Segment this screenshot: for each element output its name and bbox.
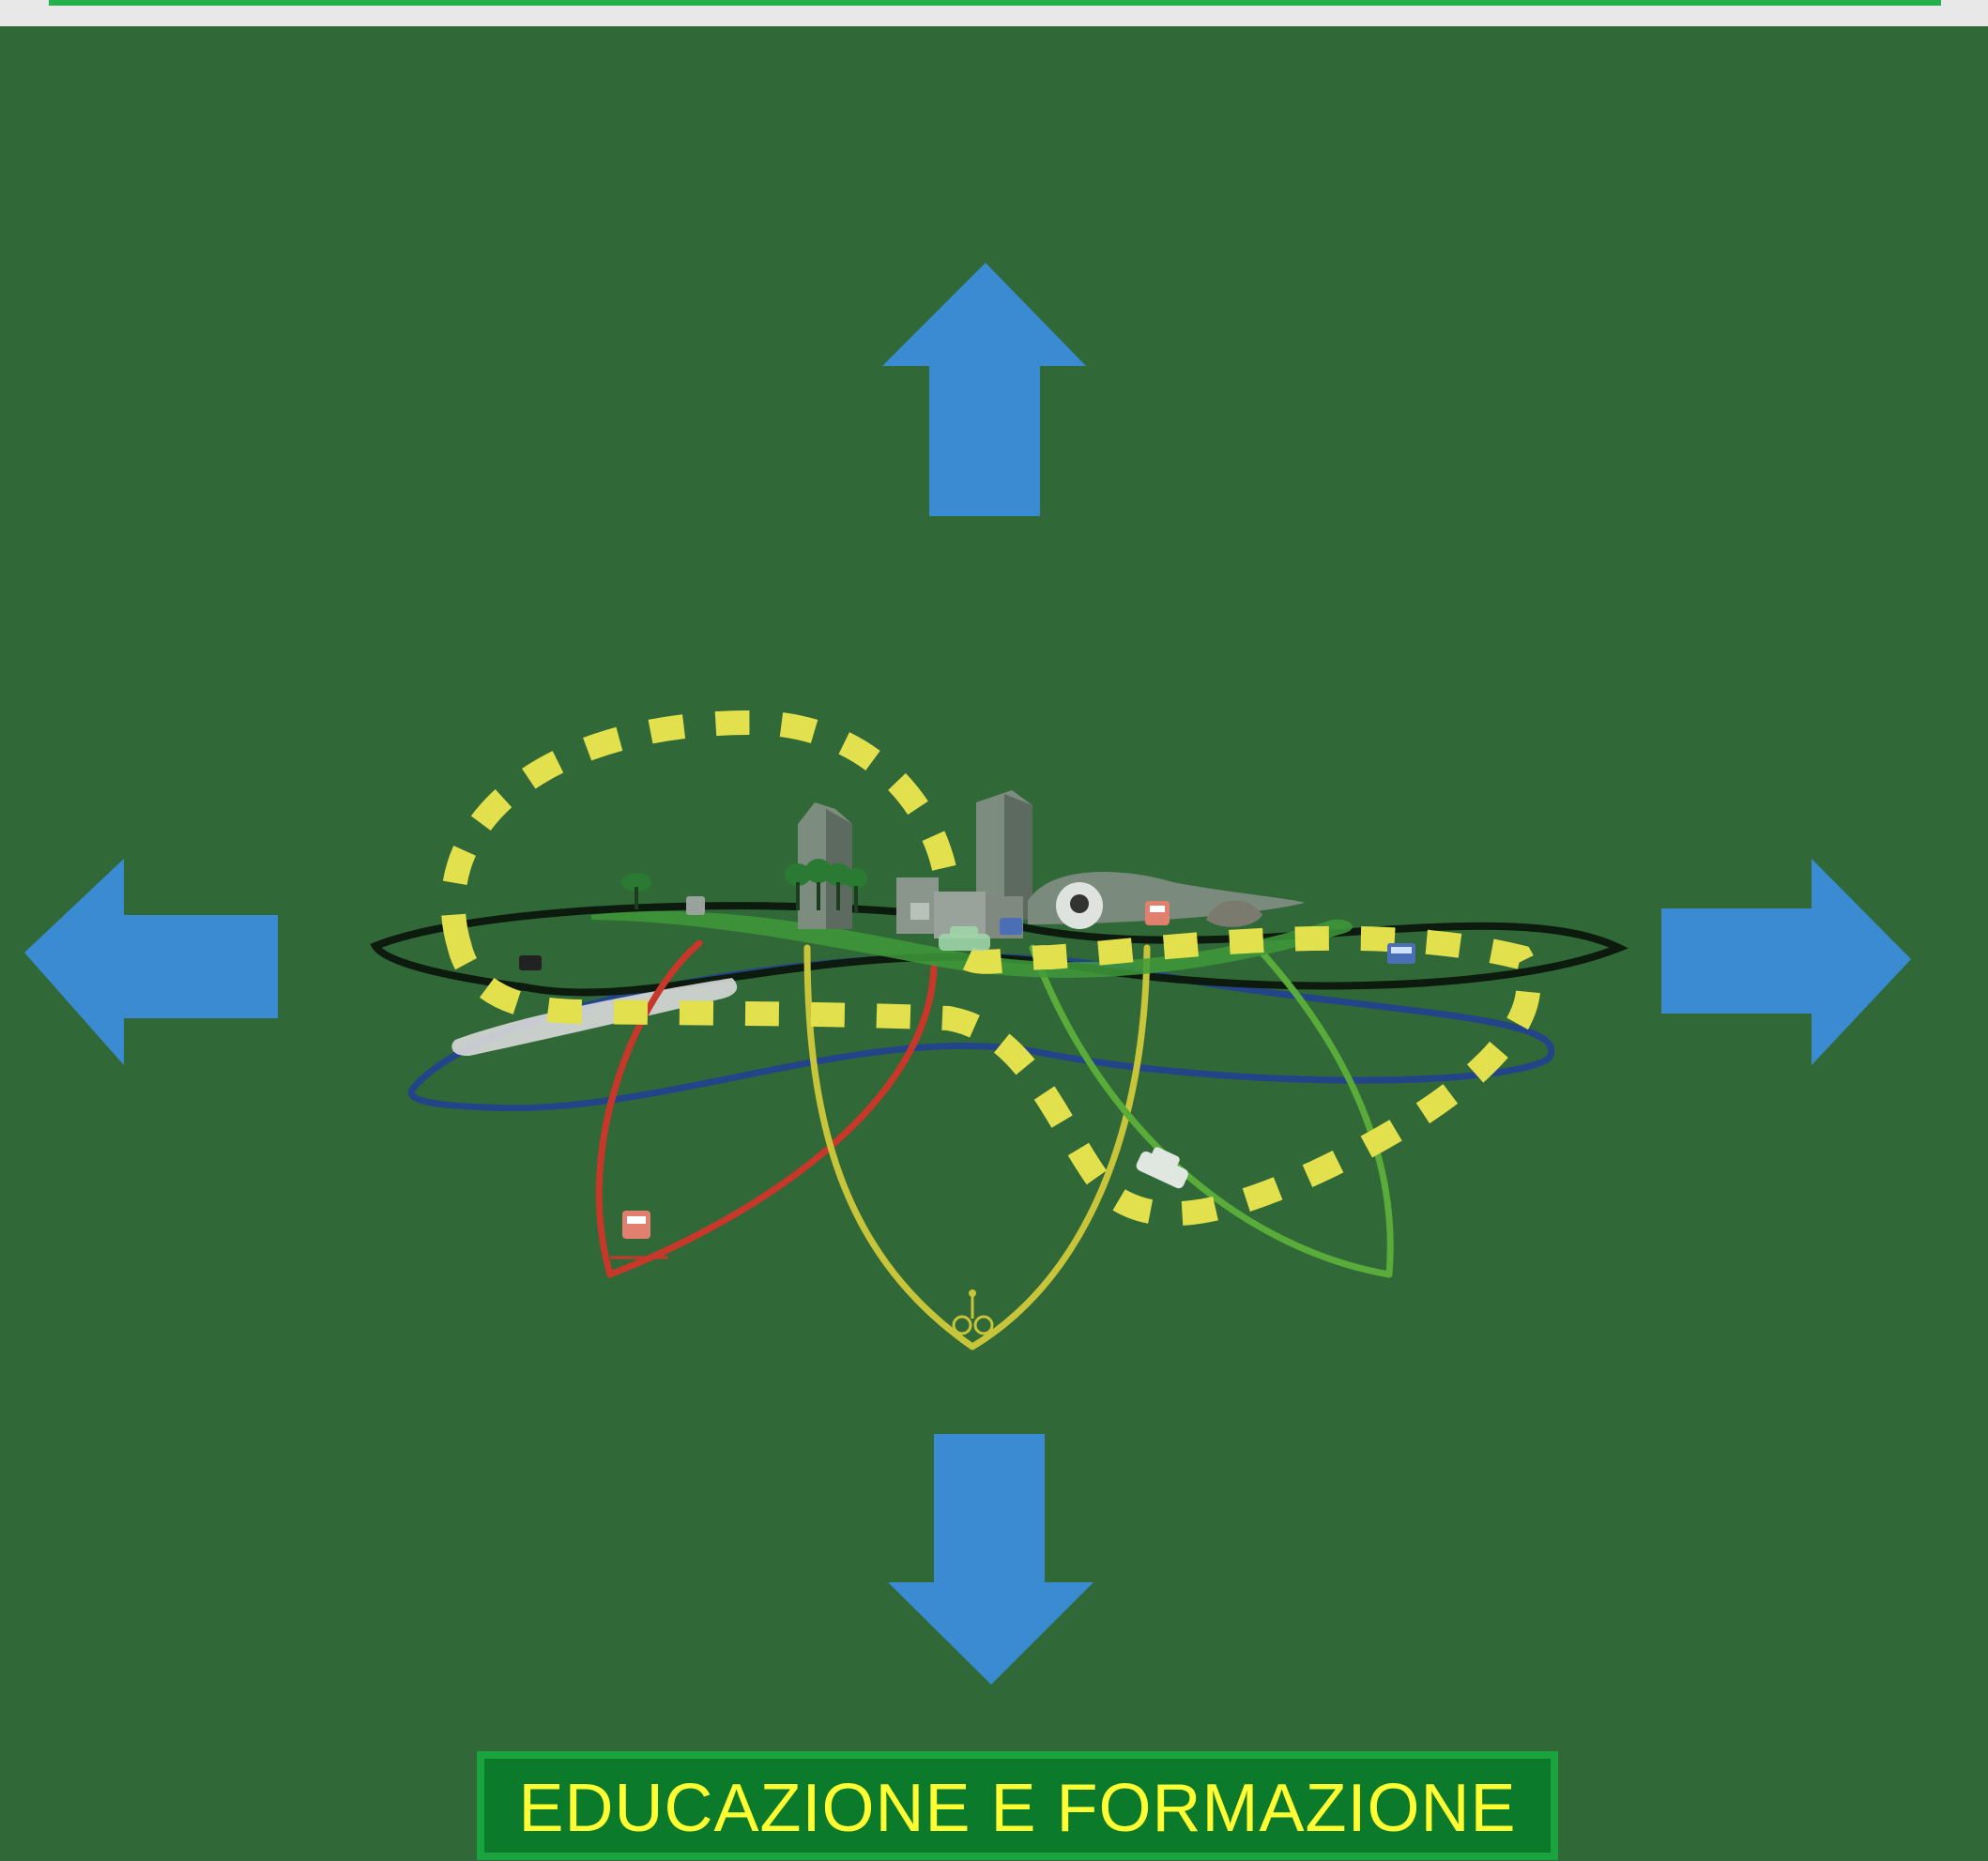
hill-shape — [1028, 871, 1305, 929]
grey-road — [451, 978, 738, 1057]
yellow-route-petal — [803, 944, 1151, 1350]
red-route-petal — [595, 939, 938, 1278]
arrow-right-icon — [1661, 859, 1911, 1065]
top-border-green — [49, 0, 1941, 6]
top-border-strip — [0, 0, 1988, 26]
tree-icon — [621, 859, 867, 912]
dashed-yellow-ring — [440, 709, 1541, 1227]
arrow-down-icon — [888, 1434, 1093, 1685]
blue-route-loop — [407, 953, 1555, 1112]
arrow-up-icon — [882, 263, 1086, 516]
topic-banner-label: EDUCAZIONE E FORMAZIONE — [518, 1771, 1517, 1846]
black-route-loop — [370, 902, 1629, 997]
bicycle-icon — [952, 1289, 994, 1335]
arrow-left-icon — [24, 859, 278, 1065]
train-icon — [610, 901, 1170, 1259]
topic-banner-inner: EDUCAZIONE E FORMAZIONE — [484, 1759, 1551, 1853]
ship-icon — [519, 896, 705, 970]
topic-banner: EDUCAZIONE E FORMAZIONE — [477, 1751, 1558, 1860]
green-ribbon — [591, 910, 1353, 978]
bus-icon — [1000, 918, 1415, 964]
car-icon — [939, 926, 1188, 1189]
